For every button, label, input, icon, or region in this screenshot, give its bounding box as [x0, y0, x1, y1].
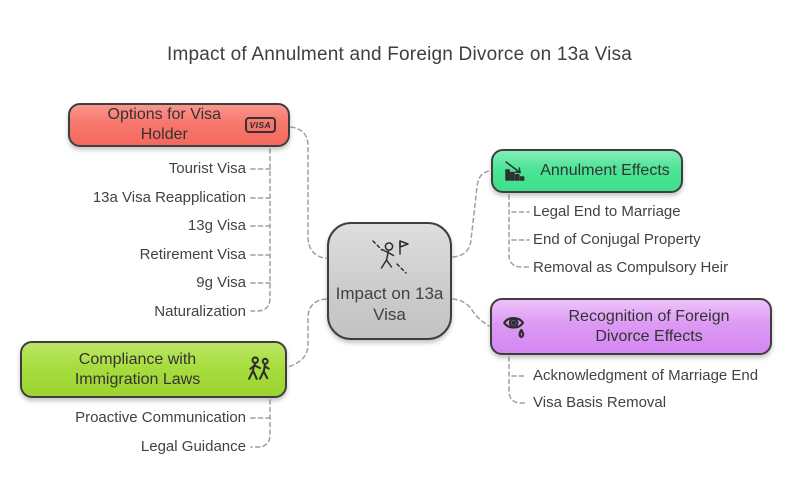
page-title: Impact of Annulment and Foreign Divorce …	[166, 44, 633, 65]
branch-node-annulment: Annulment Effects	[491, 149, 683, 193]
list-item: 9g Visa	[196, 274, 246, 291]
list-item: Proactive Communication	[75, 409, 246, 426]
branch-label: Annulment Effects	[540, 162, 670, 179]
center-node-label: Impact on 13a Visa	[335, 283, 444, 324]
list-item: Acknowledgment of Marriage End	[533, 367, 759, 384]
list-item: Legal End to Marriage	[533, 203, 681, 220]
person-route-flag-icon	[367, 237, 413, 279]
connector-center-compliance	[287, 298, 327, 368]
connector-options-items	[250, 148, 271, 312]
list-item: Retirement Visa	[139, 246, 246, 263]
branch-node-compliance: Compliance with Immigration Laws	[20, 341, 287, 398]
connector-center-annulment	[452, 170, 491, 258]
list-item: Tourist Visa	[168, 160, 246, 177]
connector-divorce-items	[508, 356, 528, 404]
connector-center-divorce	[452, 298, 490, 327]
people-walking-icon	[245, 355, 275, 385]
list-item: Naturalization	[154, 303, 246, 320]
list-item: End of Conjugal Property	[533, 231, 701, 248]
branch-label: Compliance with Immigration Laws	[74, 350, 201, 388]
connector-options-center	[290, 126, 327, 259]
connector-annulment-items	[508, 194, 530, 268]
list-item: 13a Visa Reapplication	[92, 189, 246, 206]
visa-badge-icon: VISA	[244, 117, 276, 133]
branch-node-options: Options for Visa Holder VISA	[68, 103, 290, 147]
trend-down-chart-icon	[503, 158, 531, 184]
list-item: Visa Basis Removal	[533, 394, 667, 411]
branch-node-divorce: Recognition of Foreign Divorce Effects	[490, 298, 772, 355]
list-item: Legal Guidance	[140, 438, 246, 455]
list-item: Removal as Compulsory Heir	[533, 259, 729, 276]
connector-compliance-items	[250, 399, 271, 448]
eye-tear-icon	[502, 312, 532, 342]
branch-label: Options for Visa Holder	[107, 106, 222, 143]
center-node: Impact on 13a Visa	[327, 222, 452, 340]
list-item: 13g Visa	[187, 217, 246, 234]
branch-label: Recognition of Foreign Divorce Effects	[568, 307, 730, 345]
